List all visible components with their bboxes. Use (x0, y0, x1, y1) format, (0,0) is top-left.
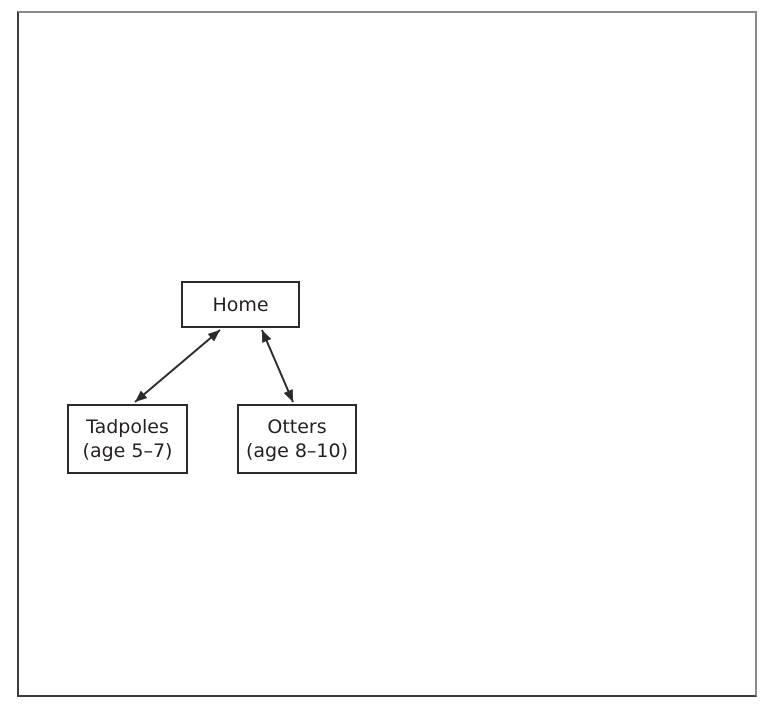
node-home-label: Home (212, 293, 269, 316)
node-tadpoles-label: Tadpoles (86, 416, 169, 438)
node-tadpoles-sublabel: (age 5–7) (82, 440, 173, 462)
node-home: Home (181, 281, 300, 328)
diagram-frame (17, 11, 757, 697)
node-tadpoles: Tadpoles (age 5–7) (67, 404, 188, 474)
node-otters-label: Otters (267, 416, 327, 438)
node-otters: Otters (age 8–10) (237, 404, 357, 474)
node-otters-sublabel: (age 8–10) (245, 440, 349, 462)
